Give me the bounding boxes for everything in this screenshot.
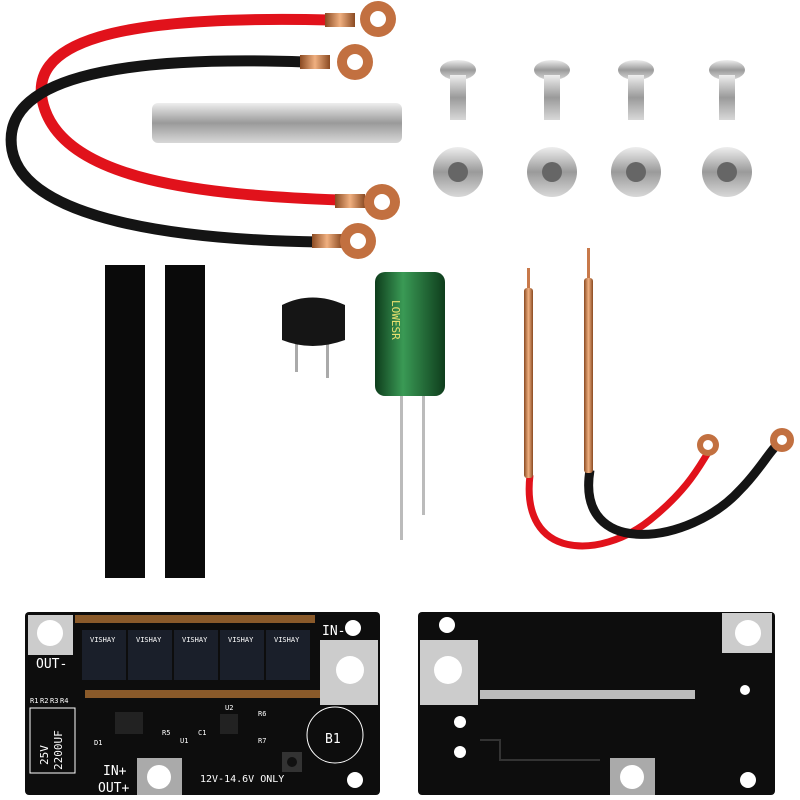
- label-r6: R6: [258, 710, 266, 718]
- ring-lug: [300, 44, 373, 80]
- control-board-front: VISHAY VISHAY VISHAY VISHAY VISHAY OUT- …: [25, 612, 380, 796]
- label-u1: U1: [180, 737, 188, 745]
- mosfet-label: VISHAY: [228, 636, 254, 644]
- buzzer: [282, 297, 345, 378]
- label-in-minus: IN-: [322, 624, 345, 639]
- label-b1: B1: [325, 732, 341, 747]
- label-out-minus: OUT-: [36, 657, 67, 672]
- ring-lug: [312, 223, 376, 259]
- label-cap-voltage: 25V: [38, 745, 51, 765]
- insulation-tape: [165, 265, 205, 578]
- label-r4: R4: [60, 697, 68, 705]
- label-in-plus: IN+: [103, 764, 127, 779]
- mosfet-label: VISHAY: [136, 636, 162, 644]
- label-cap-value: 2200UF: [52, 730, 65, 770]
- mosfets: VISHAY VISHAY VISHAY VISHAY VISHAY: [82, 630, 310, 680]
- label-r2: R2: [40, 697, 48, 705]
- mosfet-label: VISHAY: [182, 636, 208, 644]
- label-u2: U2: [225, 704, 233, 712]
- label-c1: C1: [198, 729, 206, 737]
- ring-lug: [335, 184, 400, 220]
- screws: [440, 60, 745, 120]
- welding-pens: [524, 248, 794, 550]
- label-voltage-note: 12V-14.6V ONLY: [200, 774, 284, 785]
- control-board-back: [418, 612, 775, 795]
- capacitor-print: LOWESR: [389, 300, 402, 340]
- label-d1: D1: [94, 739, 102, 747]
- electrolytic-capacitor: LOWESR: [375, 272, 445, 540]
- battery-cables: [5, 1, 400, 259]
- label-r1: R1: [30, 697, 38, 705]
- mosfet-label: VISHAY: [274, 636, 300, 644]
- label-r7: R7: [258, 737, 266, 745]
- nickel-strip: [152, 103, 402, 143]
- label-out-plus: OUT+: [98, 781, 129, 796]
- ring-lug: [325, 1, 396, 37]
- label-r5: R5: [162, 729, 170, 737]
- label-r3: R3: [50, 697, 58, 705]
- nuts: [433, 147, 752, 197]
- mosfet-label: VISHAY: [90, 636, 116, 644]
- insulation-tape: [105, 265, 145, 578]
